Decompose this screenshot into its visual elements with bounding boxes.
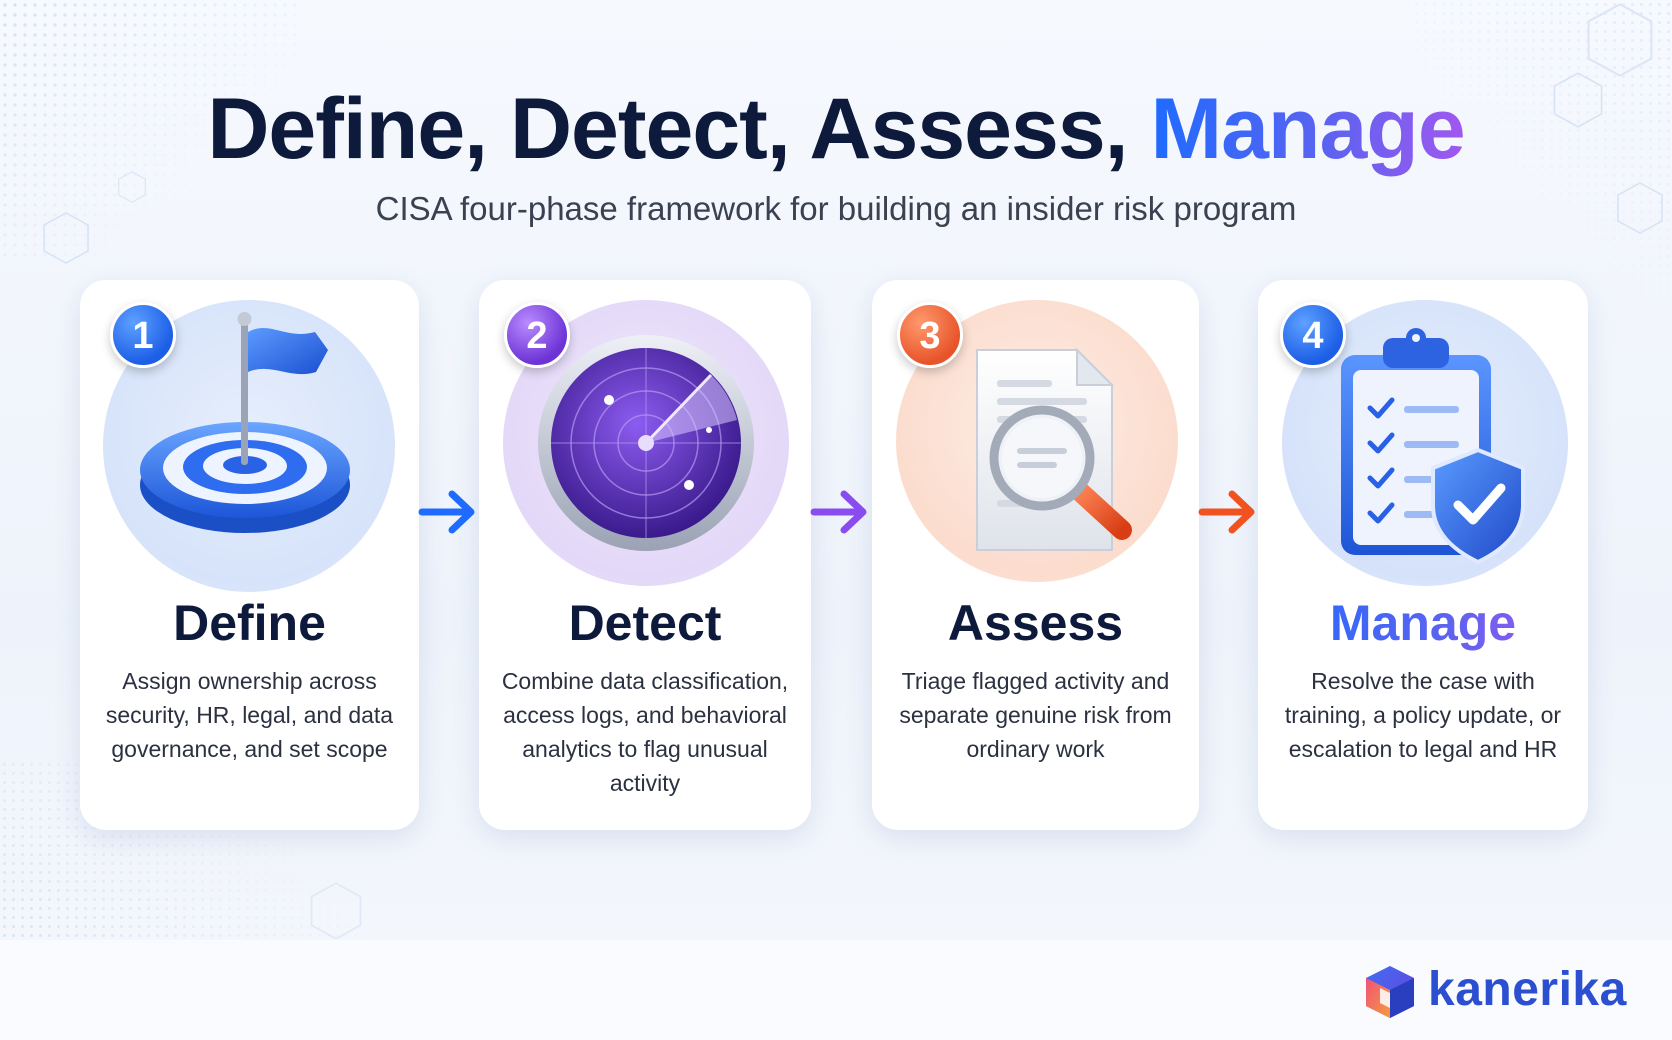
phase-description: Combine data classification, access logs…: [501, 668, 789, 796]
phase-description: Triage flagged activity and separate gen…: [899, 668, 1172, 762]
step-badge: 2: [504, 302, 570, 368]
phase-card-manage: 4 Manage Resolve the case with training,…: [1258, 280, 1588, 830]
hexagon-decoration: [1587, 3, 1653, 77]
hexagon-decoration: [1617, 182, 1663, 234]
hexagon-decoration: [310, 882, 362, 940]
phase-title: Manage: [1258, 594, 1588, 652]
background-dots: [1412, 0, 1672, 300]
arrow-right-icon: [1198, 490, 1255, 534]
page-subtitle: CISA four-phase framework for building a…: [375, 190, 1297, 227]
step-badge: 1: [110, 302, 176, 368]
page-title: Define, Detect, Assess, Manage: [207, 81, 1465, 177]
title-accent: Manage: [1150, 81, 1465, 177]
phase-title: Define: [173, 595, 326, 651]
radar-icon: [538, 335, 754, 551]
step-badge: 4: [1280, 302, 1346, 368]
phase-card-assess: 3 Assess Triage flagged activity and sep…: [872, 280, 1199, 830]
arrow-right-icon: [418, 490, 475, 534]
background-dots: [0, 0, 300, 260]
phase-title: Assess: [947, 595, 1124, 651]
arrow-right-icon: [810, 490, 867, 534]
clipboard-shield-icon: [1341, 328, 1525, 565]
phase-card-detect: 2 Detect Combine data classification, ac…: [479, 280, 811, 830]
step-badge: 3: [897, 302, 963, 368]
phase-card-define: 1 Define Assign ownership across securit…: [80, 280, 419, 830]
phase-description: Resolve the case with training, a policy…: [1284, 668, 1562, 762]
phase-description: Assign ownership across security, HR, le…: [105, 668, 394, 762]
brand-name: kanerika: [1428, 963, 1627, 1016]
phase-title: Detect: [568, 595, 722, 651]
hexagon-decoration: [43, 212, 89, 264]
document-magnifier-icon: [976, 347, 1132, 551]
hexagon-decoration: [118, 171, 146, 203]
kanerika-logo-icon: [1366, 966, 1414, 1018]
hexagon-decoration: [1553, 72, 1603, 128]
target-flag-icon: [140, 312, 350, 533]
